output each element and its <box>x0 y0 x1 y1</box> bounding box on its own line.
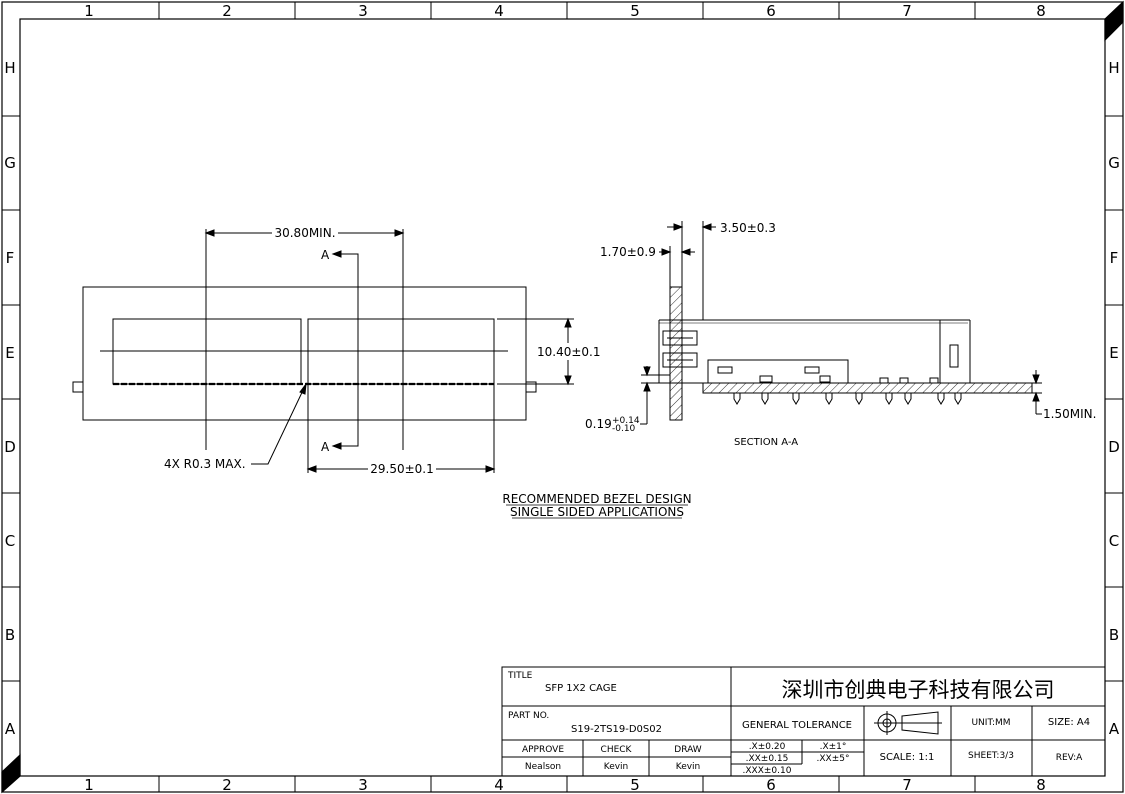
title-block-text: TITLE SFP 1X2 CAGE 深圳市创典电子科技有限公司 PART NO… <box>507 671 1090 776</box>
zone-row-c: C <box>5 532 15 550</box>
zone-col-1: 1 <box>84 2 94 20</box>
drawing-title: SFP 1X2 CAGE <box>545 683 617 694</box>
note-line-1: RECOMMENDED BEZEL DESIGN <box>502 492 691 506</box>
general-tolerance: GENERAL TOLERANCE <box>742 720 852 731</box>
zone-col-8: 8 <box>1036 2 1046 20</box>
approve-label: APPROVE <box>522 745 564 755</box>
title-label: TITLE <box>507 671 533 681</box>
zone-row-g-right: G <box>1108 154 1120 172</box>
zone-row-e-right: E <box>1109 344 1118 362</box>
bezel-outline <box>82 286 527 421</box>
tab-left <box>72 381 84 393</box>
tolerance-x: .X±0.20 <box>749 742 786 752</box>
dim-10-40: 10.40±0.1 <box>537 345 601 359</box>
part-no: S19-2TS19-D0S02 <box>571 724 662 735</box>
zone-col-3: 3 <box>358 2 368 20</box>
zone-row-b-right: B <box>1109 626 1119 644</box>
zone-col-2-bottom: 2 <box>222 776 232 794</box>
zone-row-e: E <box>5 344 14 362</box>
dim-3-50: 3.50±0.3 <box>720 221 776 235</box>
projection-symbol-icon <box>874 711 942 735</box>
zone-row-h-right: H <box>1108 59 1119 77</box>
section-view-labels: 3.50±0.3 1.70±0.9 0.19 +0.14 -0.10 1.50M… <box>585 221 1096 448</box>
unit: UNIT:MM <box>971 718 1010 728</box>
zone-row-d-right: D <box>1108 438 1120 456</box>
zone-col-2: 2 <box>222 2 232 20</box>
section-mark-top: A <box>321 248 330 262</box>
zone-col-3-bottom: 3 <box>358 776 368 794</box>
draw-name: Kevin <box>676 762 701 772</box>
zone-col-6: 6 <box>766 2 776 20</box>
scale: SCALE: 1:1 <box>880 752 935 763</box>
zone-row-a-right: A <box>1109 720 1120 738</box>
dim-1-50: 1.50MIN. <box>1043 407 1096 421</box>
zone-col-8-bottom: 8 <box>1036 776 1046 794</box>
zone-col-5-bottom: 5 <box>630 776 640 794</box>
zone-col-labels: 1 2 3 4 5 6 7 8 1 2 3 4 5 6 7 8 <box>84 2 1046 794</box>
dim-29-50: 29.50±0.1 <box>370 462 434 476</box>
tolerance-xxx: .XXX±0.10 <box>743 766 792 776</box>
zone-col-6-bottom: 6 <box>766 776 776 794</box>
dim-0-19: 0.19 <box>585 417 612 431</box>
zone-row-labels: H G F E D C B A H G F E D C B A <box>4 59 1120 738</box>
sheet-number: SHEET:3/3 <box>968 751 1014 761</box>
zone-col-1-bottom: 1 <box>84 776 94 794</box>
zone-col-7-bottom: 7 <box>902 776 912 794</box>
zone-row-a: A <box>5 720 16 738</box>
section-mark-bottom: A <box>321 440 330 454</box>
title-block <box>501 666 1106 777</box>
approve-name: Nealson <box>525 762 561 772</box>
tab-right <box>525 381 537 393</box>
dim-1-70: 1.70±0.9 <box>600 245 656 259</box>
dim-30-80: 30.80MIN. <box>274 226 335 240</box>
draw-label: DRAW <box>674 745 701 755</box>
zone-row-g: G <box>4 154 16 172</box>
zone-row-f: F <box>6 249 15 267</box>
company-name: 深圳市创典电子科技有限公司 <box>782 678 1055 702</box>
sheet-size: SIZE: A4 <box>1048 717 1090 728</box>
zone-row-f-right: F <box>1110 249 1119 267</box>
zone-row-c-right: C <box>1109 532 1119 550</box>
zone-col-5: 5 <box>630 2 640 20</box>
front-view <box>72 229 574 473</box>
radius-note: 4X R0.3 MAX. <box>164 457 246 471</box>
check-label: CHECK <box>601 745 633 755</box>
front-view-labels: 30.80MIN. 29.50±0.1 10.40±0.1 4X R0.3 MA… <box>164 226 601 476</box>
check-name: Kevin <box>604 762 629 772</box>
zone-col-4: 4 <box>494 2 504 20</box>
zone-col-7: 7 <box>902 2 912 20</box>
part-no-label: PART NO. <box>508 711 549 721</box>
pcb-section <box>702 382 1033 394</box>
zone-row-h: H <box>4 59 15 77</box>
zone-col-4-bottom: 4 <box>494 776 504 794</box>
section-view <box>640 221 1042 425</box>
zone-row-b: B <box>5 626 15 644</box>
revision: REV:A <box>1056 753 1083 763</box>
tolerance-angle-1: .X±1° <box>820 742 847 752</box>
zone-row-d: D <box>4 438 16 456</box>
tolerance-xx: .XX±0.15 <box>746 754 789 764</box>
design-note: RECOMMENDED BEZEL DESIGN SINGLE SIDED AP… <box>502 492 691 519</box>
dim-0-19-plus: +0.14 <box>612 416 640 426</box>
section-label: SECTION A-A <box>734 437 798 448</box>
note-line-2: SINGLE SIDED APPLICATIONS <box>510 505 684 519</box>
tolerance-angle-2: .XX±5° <box>817 754 850 764</box>
dim-0-19-minus: -0.10 <box>612 424 636 434</box>
